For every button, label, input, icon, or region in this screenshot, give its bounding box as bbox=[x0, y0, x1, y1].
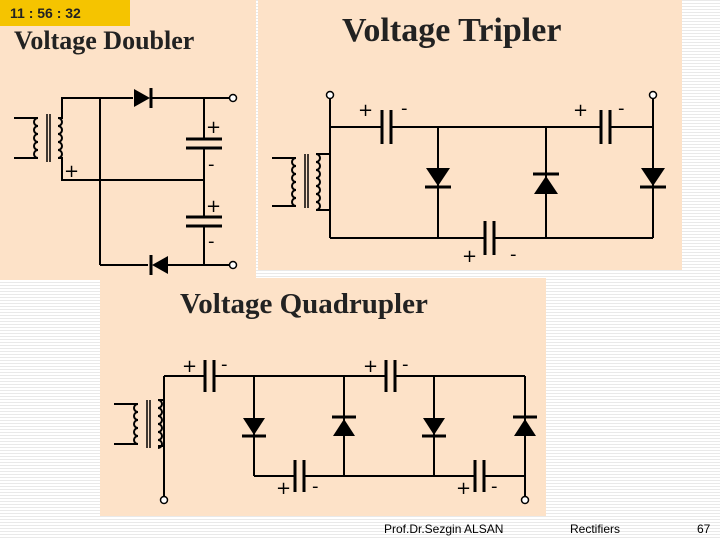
diode-icon bbox=[134, 88, 153, 108]
minus-sign: - bbox=[208, 231, 215, 252]
output-terminal bbox=[325, 90, 335, 100]
capacitor-icon bbox=[384, 360, 397, 392]
minus-sign: - bbox=[510, 244, 517, 265]
page-number: 67 bbox=[697, 522, 711, 536]
output-terminal bbox=[520, 495, 530, 505]
diode-icon bbox=[422, 418, 446, 438]
capacitor-icon bbox=[473, 460, 486, 492]
diode-icon bbox=[533, 172, 559, 194]
minus-sign: - bbox=[312, 476, 319, 497]
minus-sign: - bbox=[402, 354, 409, 375]
transformer-icon bbox=[272, 153, 321, 211]
plus-sign: + bbox=[206, 117, 221, 138]
capacitor-icon bbox=[380, 110, 393, 144]
plus-sign: + bbox=[276, 478, 291, 499]
voltage-tripler-circuit: + - + - + - bbox=[272, 90, 666, 267]
plus-sign: + bbox=[456, 478, 471, 499]
diode-icon bbox=[332, 415, 356, 436]
capacitor-icon bbox=[186, 137, 222, 150]
minus-sign: - bbox=[491, 476, 498, 497]
minus-sign: - bbox=[401, 98, 408, 119]
voltage-doubler-title: Voltage Doubler bbox=[14, 26, 195, 55]
output-terminal bbox=[159, 495, 169, 505]
voltage-doubler-circuit: + - + - + bbox=[14, 88, 238, 275]
capacitor-icon bbox=[293, 460, 306, 492]
slide-clock: 11 : 56 : 32 bbox=[0, 0, 130, 26]
diode-icon bbox=[149, 255, 168, 275]
output-terminal bbox=[228, 93, 238, 103]
plus-sign: + bbox=[206, 196, 221, 217]
diode-icon bbox=[242, 418, 266, 438]
transformer-icon bbox=[114, 399, 163, 449]
transformer-icon bbox=[14, 114, 63, 162]
voltage-quadrupler-panel: Voltage Quadrupler bbox=[100, 278, 546, 516]
diode-icon bbox=[513, 415, 537, 436]
output-terminal bbox=[648, 90, 658, 100]
plus-sign: + bbox=[358, 100, 373, 121]
voltage-tripler-panel: Voltage Tripler bbox=[258, 0, 682, 270]
plus-sign: + bbox=[182, 356, 197, 377]
capacitor-icon bbox=[483, 221, 496, 255]
plus-sign: + bbox=[573, 100, 588, 121]
voltage-doubler-panel: 11 : 56 : 32 Voltage Doubler bbox=[0, 0, 256, 280]
footer-author: Prof.Dr.Sezgin ALSAN bbox=[384, 522, 504, 536]
minus-sign: - bbox=[208, 154, 215, 175]
output-terminal bbox=[228, 260, 238, 270]
minus-sign: - bbox=[221, 354, 228, 375]
capacitor-icon bbox=[599, 110, 612, 144]
voltage-quadrupler-title: Voltage Quadrupler bbox=[180, 288, 428, 320]
plus-sign: + bbox=[462, 246, 477, 267]
capacitor-icon bbox=[186, 215, 222, 228]
footer-topic: Rectifiers bbox=[570, 522, 621, 536]
plus-sign: + bbox=[64, 161, 79, 182]
capacitor-icon bbox=[203, 360, 216, 392]
plus-sign: + bbox=[363, 356, 378, 377]
diode-icon bbox=[425, 168, 451, 189]
minus-sign: - bbox=[618, 98, 625, 119]
voltage-tripler-title: Voltage Tripler bbox=[342, 12, 562, 49]
diode-icon bbox=[640, 168, 666, 189]
voltage-quadrupler-circuit: + - + - + - + - bbox=[114, 354, 537, 505]
